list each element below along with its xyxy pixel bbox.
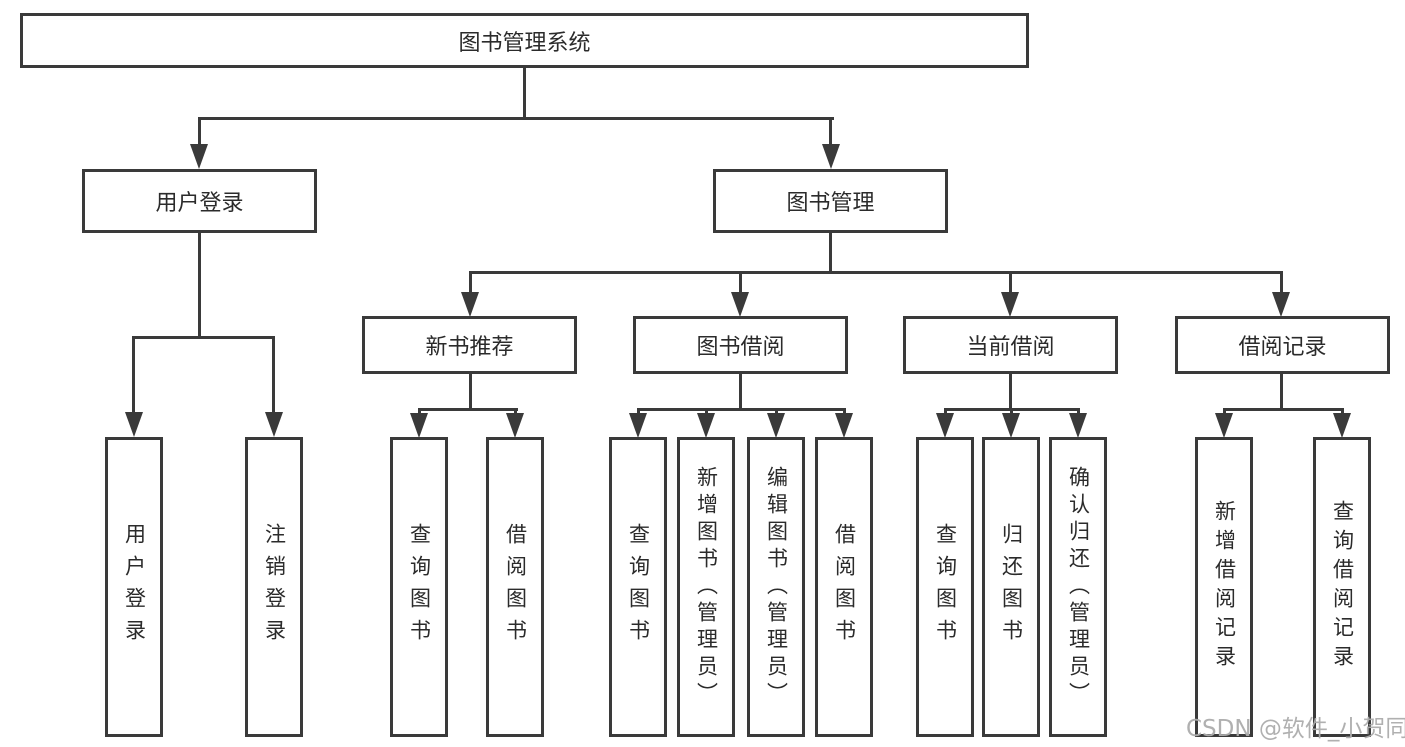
- arrowhead-icon: [697, 413, 715, 438]
- node-root: 图书管理系统: [20, 13, 1029, 68]
- csdn-watermark: CSDN @软件_小贺同学: [1186, 716, 1405, 742]
- arrowhead-icon: [1215, 413, 1233, 438]
- connector-hline: [198, 117, 834, 120]
- node-label: 图书管理: [786, 191, 875, 216]
- leaf-edit-book-admin: 编辑图书（管理员）: [747, 437, 805, 737]
- leaf-label: 查询图书: [933, 523, 958, 651]
- node-label: 当前借阅: [966, 335, 1055, 360]
- connector-vline: [1009, 271, 1012, 295]
- node-label: 图书借阅: [696, 335, 785, 360]
- connector-vline: [272, 336, 275, 414]
- leaf-label: 用户登录: [122, 523, 147, 651]
- connector-vline: [469, 271, 472, 295]
- leaf-borrow-books-recommend: 借阅图书: [486, 437, 544, 737]
- leaf-borrow-books-borrow: 借阅图书: [815, 437, 873, 737]
- leaf-query-books-current: 查询图书: [916, 437, 974, 737]
- connector-vline: [1280, 374, 1283, 410]
- leaf-label: 查询图书: [407, 523, 432, 651]
- leaf-label: 查询借阅记录: [1330, 500, 1355, 674]
- node-current-borrow: 当前借阅: [903, 316, 1118, 374]
- leaf-label: 注销登录: [262, 523, 287, 651]
- connector-hline: [133, 336, 274, 339]
- leaf-label: 借阅图书: [503, 523, 528, 651]
- leaf-label: 借阅图书: [832, 523, 857, 651]
- node-label: 用户登录: [155, 191, 244, 216]
- arrowhead-icon: [506, 413, 524, 438]
- leaf-label: 确认归还（管理员）: [1066, 465, 1091, 709]
- leaf-label: 新增图书（管理员）: [694, 465, 719, 709]
- arrowhead-icon: [767, 413, 785, 438]
- leaf-return-book: 归还图书: [982, 437, 1040, 737]
- connector-vline: [829, 117, 832, 147]
- arrowhead-icon: [190, 144, 208, 169]
- arrowhead-icon: [835, 413, 853, 438]
- leaf-query-borrow-record: 查询借阅记录: [1313, 437, 1371, 737]
- leaf-label: 归还图书: [999, 523, 1024, 651]
- arrowhead-icon: [936, 413, 954, 438]
- leaf-add-book-admin: 新增图书（管理员）: [677, 437, 735, 737]
- leaf-query-books-recommend: 查询图书: [390, 437, 448, 737]
- connector-vline: [829, 233, 832, 274]
- connector-vline: [198, 233, 201, 338]
- connector-vline: [739, 374, 742, 410]
- connector-vline: [198, 117, 201, 147]
- node-book-borrow: 图书借阅: [633, 316, 848, 374]
- arrowhead-icon: [1002, 413, 1020, 438]
- arrowhead-icon: [629, 413, 647, 438]
- arrowhead-icon: [1272, 292, 1290, 317]
- arrowhead-icon: [731, 292, 749, 317]
- node-new-book-recommend: 新书推荐: [362, 316, 577, 374]
- node-label: 新书推荐: [425, 335, 514, 360]
- node-borrow-records: 借阅记录: [1175, 316, 1390, 374]
- leaf-user-login: 用户登录: [105, 437, 163, 737]
- arrowhead-icon: [461, 292, 479, 317]
- arrowhead-icon: [125, 412, 143, 437]
- leaf-confirm-return-admin: 确认归还（管理员）: [1049, 437, 1107, 737]
- connector-hline: [469, 271, 1283, 274]
- node-book-management: 图书管理: [713, 169, 948, 233]
- connector-vline: [469, 374, 472, 410]
- arrowhead-icon: [1333, 413, 1351, 438]
- connector-vline: [1009, 374, 1012, 410]
- connector-vline: [739, 271, 742, 295]
- arrowhead-icon: [265, 412, 283, 437]
- connector-vline: [1280, 271, 1283, 295]
- leaf-label: 新增借阅记录: [1212, 500, 1237, 674]
- connector-hline: [1223, 408, 1344, 411]
- node-root-label: 图书管理系统: [458, 30, 591, 56]
- leaf-label: 查询图书: [626, 523, 651, 651]
- connector-hline: [418, 408, 518, 411]
- leaf-label: 编辑图书（管理员）: [764, 465, 789, 709]
- leaf-query-books-borrow: 查询图书: [609, 437, 667, 737]
- leaf-logout: 注销登录: [245, 437, 303, 737]
- leaf-add-borrow-record: 新增借阅记录: [1195, 437, 1253, 737]
- connector-vline: [523, 66, 526, 120]
- node-user-login: 用户登录: [82, 169, 317, 233]
- arrowhead-icon: [1001, 292, 1019, 317]
- connector-hline: [637, 408, 846, 411]
- arrowhead-icon: [410, 413, 428, 438]
- node-label: 借阅记录: [1238, 335, 1327, 360]
- arrowhead-icon: [822, 144, 840, 169]
- connector-vline: [132, 336, 135, 414]
- arrowhead-icon: [1069, 413, 1087, 438]
